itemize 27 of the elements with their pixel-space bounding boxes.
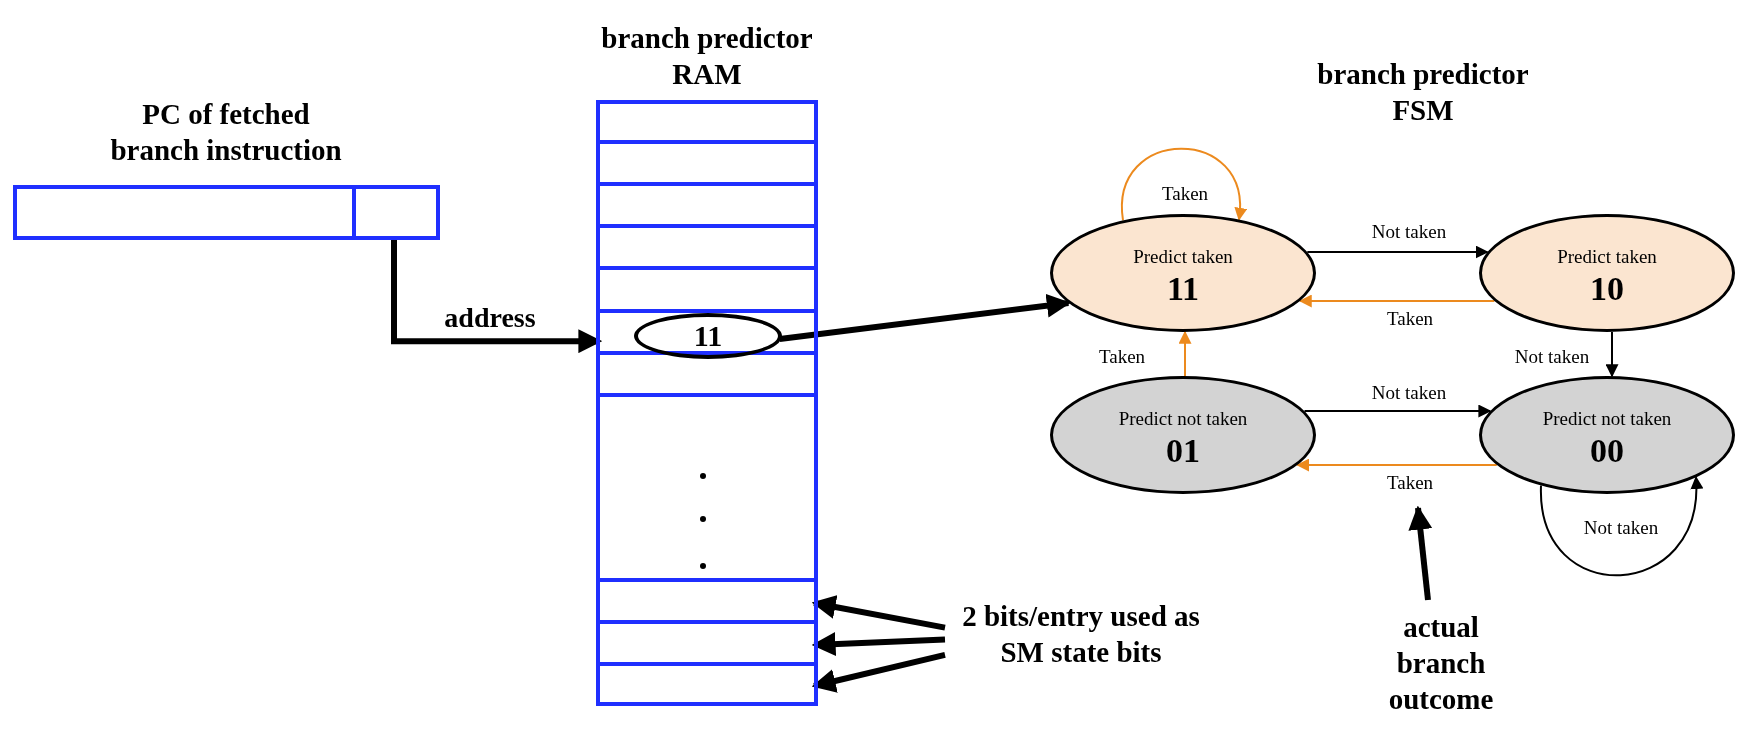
- arrow: [1306, 245, 1489, 259]
- arrow: [1298, 294, 1496, 308]
- arrow: [1178, 330, 1192, 377]
- state-code: 11: [1166, 269, 1200, 309]
- state-label: Predict taken: [1133, 245, 1233, 269]
- heading: PC of fetched branch instruction: [109, 97, 343, 168]
- state-label: Predict not taken: [1118, 407, 1248, 431]
- arrow: [1408, 505, 1433, 601]
- state-label: Predict taken: [1557, 245, 1657, 269]
- arrow: [1121, 147, 1246, 222]
- arrow: [1540, 476, 1703, 577]
- annotation-text: actual branch outcome: [1376, 600, 1506, 726]
- heading: branch predictor RAM: [600, 21, 814, 92]
- state-code: 00: [1590, 431, 1624, 471]
- state-code: 10: [1590, 269, 1624, 309]
- state-code: 01: [1166, 431, 1200, 471]
- arrow: [811, 595, 946, 631]
- arrow: [1605, 330, 1619, 378]
- state-label: Predict not taken: [1542, 407, 1672, 431]
- arrow: [1296, 458, 1498, 472]
- value-oval: 11: [634, 313, 782, 359]
- heading: branch predictor FSM: [1316, 57, 1530, 128]
- arrow: [1303, 404, 1492, 418]
- arrow: [811, 632, 946, 657]
- arrow: [779, 293, 1071, 342]
- annotation-text: 2 bits/entry used as SM state bits: [945, 594, 1217, 674]
- arrow: [811, 651, 946, 693]
